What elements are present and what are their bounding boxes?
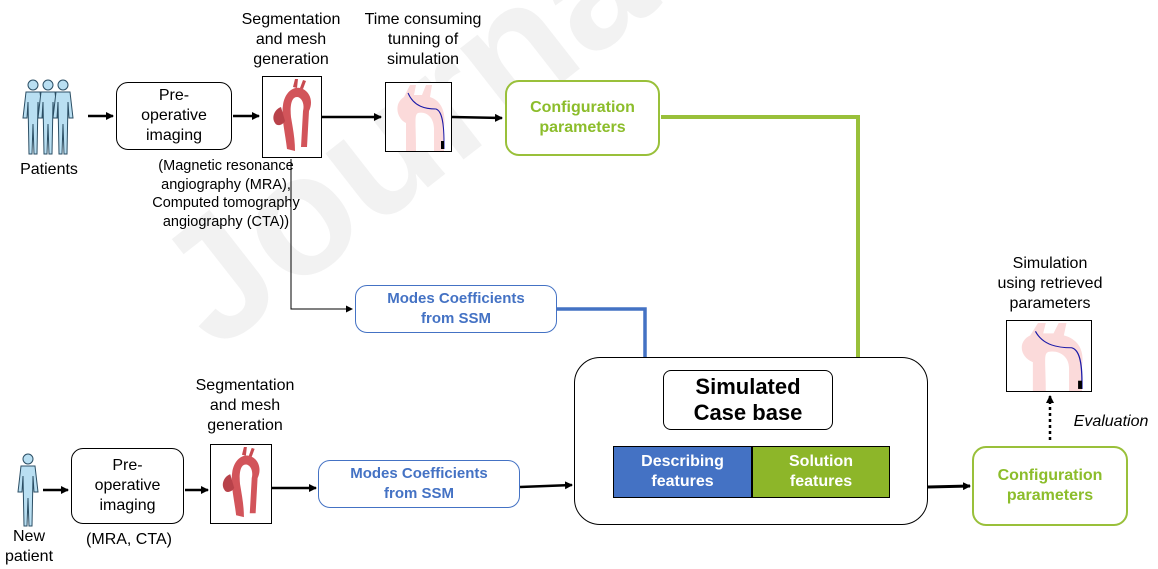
aorta-mesh-icon-bottom — [222, 446, 260, 518]
simulation-icon-retrieved — [1021, 323, 1083, 391]
patients-icon — [22, 79, 74, 155]
preop-imaging-box-top: Pre- operative imaging — [116, 82, 232, 150]
arrow-config-to-solution — [661, 115, 863, 445]
arrow-casebase-to-config — [927, 482, 971, 491]
case-base-title-box: Simulated Case base — [663, 370, 833, 430]
simulation-icon — [397, 85, 445, 151]
preop-imaging-text-top: Pre- operative imaging — [141, 87, 207, 144]
simulation-image-top — [385, 82, 452, 152]
modes-coefficients-box-middle: Modes Coefficients from SSM — [355, 285, 557, 333]
arrow-seg-to-modes — [290, 159, 353, 313]
preop-imaging-text-bottom: Pre- operative imaging — [94, 457, 161, 514]
arrow-tuning-to-config — [451, 113, 503, 122]
aorta-mesh-image-top — [262, 76, 322, 158]
configuration-parameters-box-bottom: Configuration parameters — [972, 446, 1128, 526]
tuning-label: Time consuming tunning of simulation — [364, 11, 482, 68]
evaluation-label: Evaluation — [1073, 413, 1149, 430]
modes-coefficients-text-middle: Modes Coefficients from SSM — [387, 290, 525, 327]
configuration-parameters-text-top: Configuration parameters — [530, 99, 635, 136]
modalities-label-top: (Magnetic resonance angiography (MRA), C… — [152, 158, 300, 230]
retrieved-simulation-label: Simulation using retrieved parameters — [997, 255, 1103, 312]
new-patient-icon — [17, 453, 39, 527]
patients-label: Patients — [20, 161, 78, 178]
solution-features-text: Solution features — [789, 453, 853, 490]
case-base-title: Simulated Case base — [693, 374, 803, 425]
describing-features-text: Describing features — [641, 453, 724, 490]
segmentation-label-bottom: Segmentation and mesh generation — [195, 377, 295, 434]
describing-features-cell: Describing features — [613, 446, 752, 498]
modes-coefficients-box-bottom: Modes Coefficients from SSM — [318, 460, 520, 508]
modalities-label-bottom: (MRA, CTA) — [86, 531, 172, 548]
arrow-modes-to-casebase — [519, 481, 573, 490]
new-patient-label: New patient — [4, 528, 54, 565]
configuration-parameters-box-top: Configuration parameters — [505, 80, 660, 156]
aorta-mesh-image-bottom — [210, 444, 272, 524]
segmentation-label-top: Segmentation and mesh generation — [241, 11, 341, 68]
preop-imaging-box-bottom: Pre- operative imaging — [71, 448, 184, 524]
solution-features-cell: Solution features — [752, 446, 890, 498]
configuration-parameters-text-bottom: Configuration parameters — [997, 467, 1103, 504]
aorta-mesh-icon — [273, 79, 311, 151]
simulation-image-retrieved — [1006, 320, 1092, 392]
modes-coefficients-text-bottom: Modes Coefficients from SSM — [350, 465, 488, 502]
